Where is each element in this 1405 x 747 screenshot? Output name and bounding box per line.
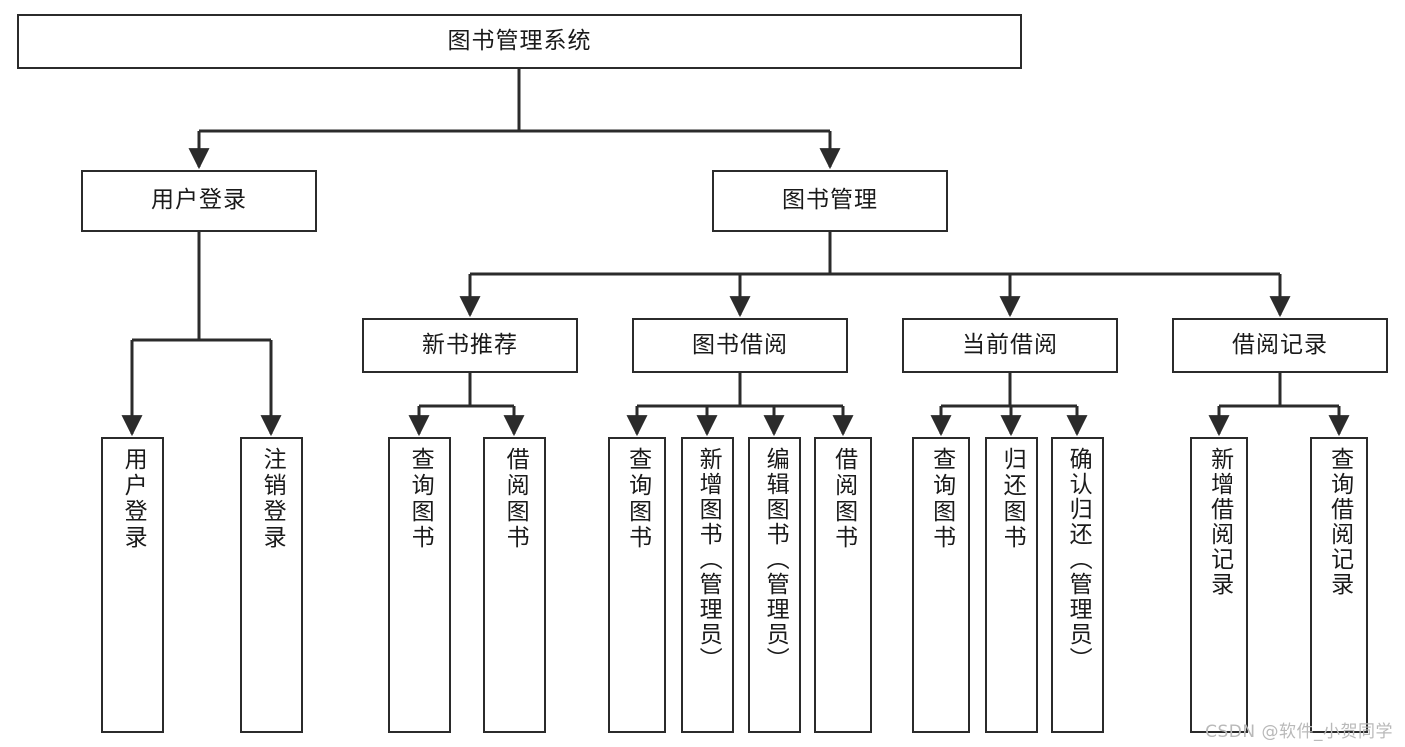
leaf-return-book[interactable]: 归还图书 xyxy=(985,437,1038,733)
leaf-label: 注销登录 xyxy=(259,447,286,551)
node-book-management[interactable]: 图书管理 xyxy=(712,170,948,232)
leaf-query-book-recommend[interactable]: 查询图书 xyxy=(388,437,451,733)
node-current-borrow[interactable]: 当前借阅 xyxy=(902,318,1118,373)
leaf-query-book-borrow[interactable]: 查询图书 xyxy=(608,437,666,733)
leaf-query-borrow-record[interactable]: 查询借阅记录 xyxy=(1310,437,1368,733)
node-root[interactable]: 图书管理系统 xyxy=(17,14,1022,69)
node-user-login[interactable]: 用户登录 xyxy=(81,170,317,232)
leaf-label: 查询图书 xyxy=(928,447,955,551)
leaf-label: 查询借阅记录 xyxy=(1326,447,1353,597)
leaf-label: 借阅图书 xyxy=(502,447,529,551)
leaf-label: 新增借阅记录 xyxy=(1206,447,1233,597)
leaf-lend-book[interactable]: 借阅图书 xyxy=(814,437,872,733)
leaf-label: 借阅图书 xyxy=(830,447,857,551)
leaf-label: 用户登录 xyxy=(120,447,147,551)
leaf-confirm-return-admin[interactable]: 确认归还（管理员） xyxy=(1051,437,1104,733)
leaf-add-borrow-record[interactable]: 新增借阅记录 xyxy=(1190,437,1248,733)
leaf-borrow-book-recommend[interactable]: 借阅图书 xyxy=(483,437,546,733)
leaf-user-login[interactable]: 用户登录 xyxy=(101,437,164,733)
leaf-label: 查询图书 xyxy=(624,447,651,551)
leaf-label: 归还图书 xyxy=(999,447,1026,551)
node-book-borrow[interactable]: 图书借阅 xyxy=(632,318,848,373)
leaf-logout[interactable]: 注销登录 xyxy=(240,437,303,733)
node-new-book-recommend[interactable]: 新书推荐 xyxy=(362,318,578,373)
leaf-query-book-current[interactable]: 查询图书 xyxy=(912,437,970,733)
leaf-label: 新增图书（管理员） xyxy=(695,447,722,672)
leaf-label: 确认归还（管理员） xyxy=(1065,447,1092,672)
leaf-label: 查询图书 xyxy=(407,447,434,551)
leaf-add-book-admin[interactable]: 新增图书（管理员） xyxy=(681,437,734,733)
csdn-watermark: CSDN @软件_小贺同学 xyxy=(1205,722,1393,742)
node-borrow-records[interactable]: 借阅记录 xyxy=(1172,318,1388,373)
leaf-label: 编辑图书（管理员） xyxy=(762,447,789,672)
leaf-edit-book-admin[interactable]: 编辑图书（管理员） xyxy=(748,437,801,733)
